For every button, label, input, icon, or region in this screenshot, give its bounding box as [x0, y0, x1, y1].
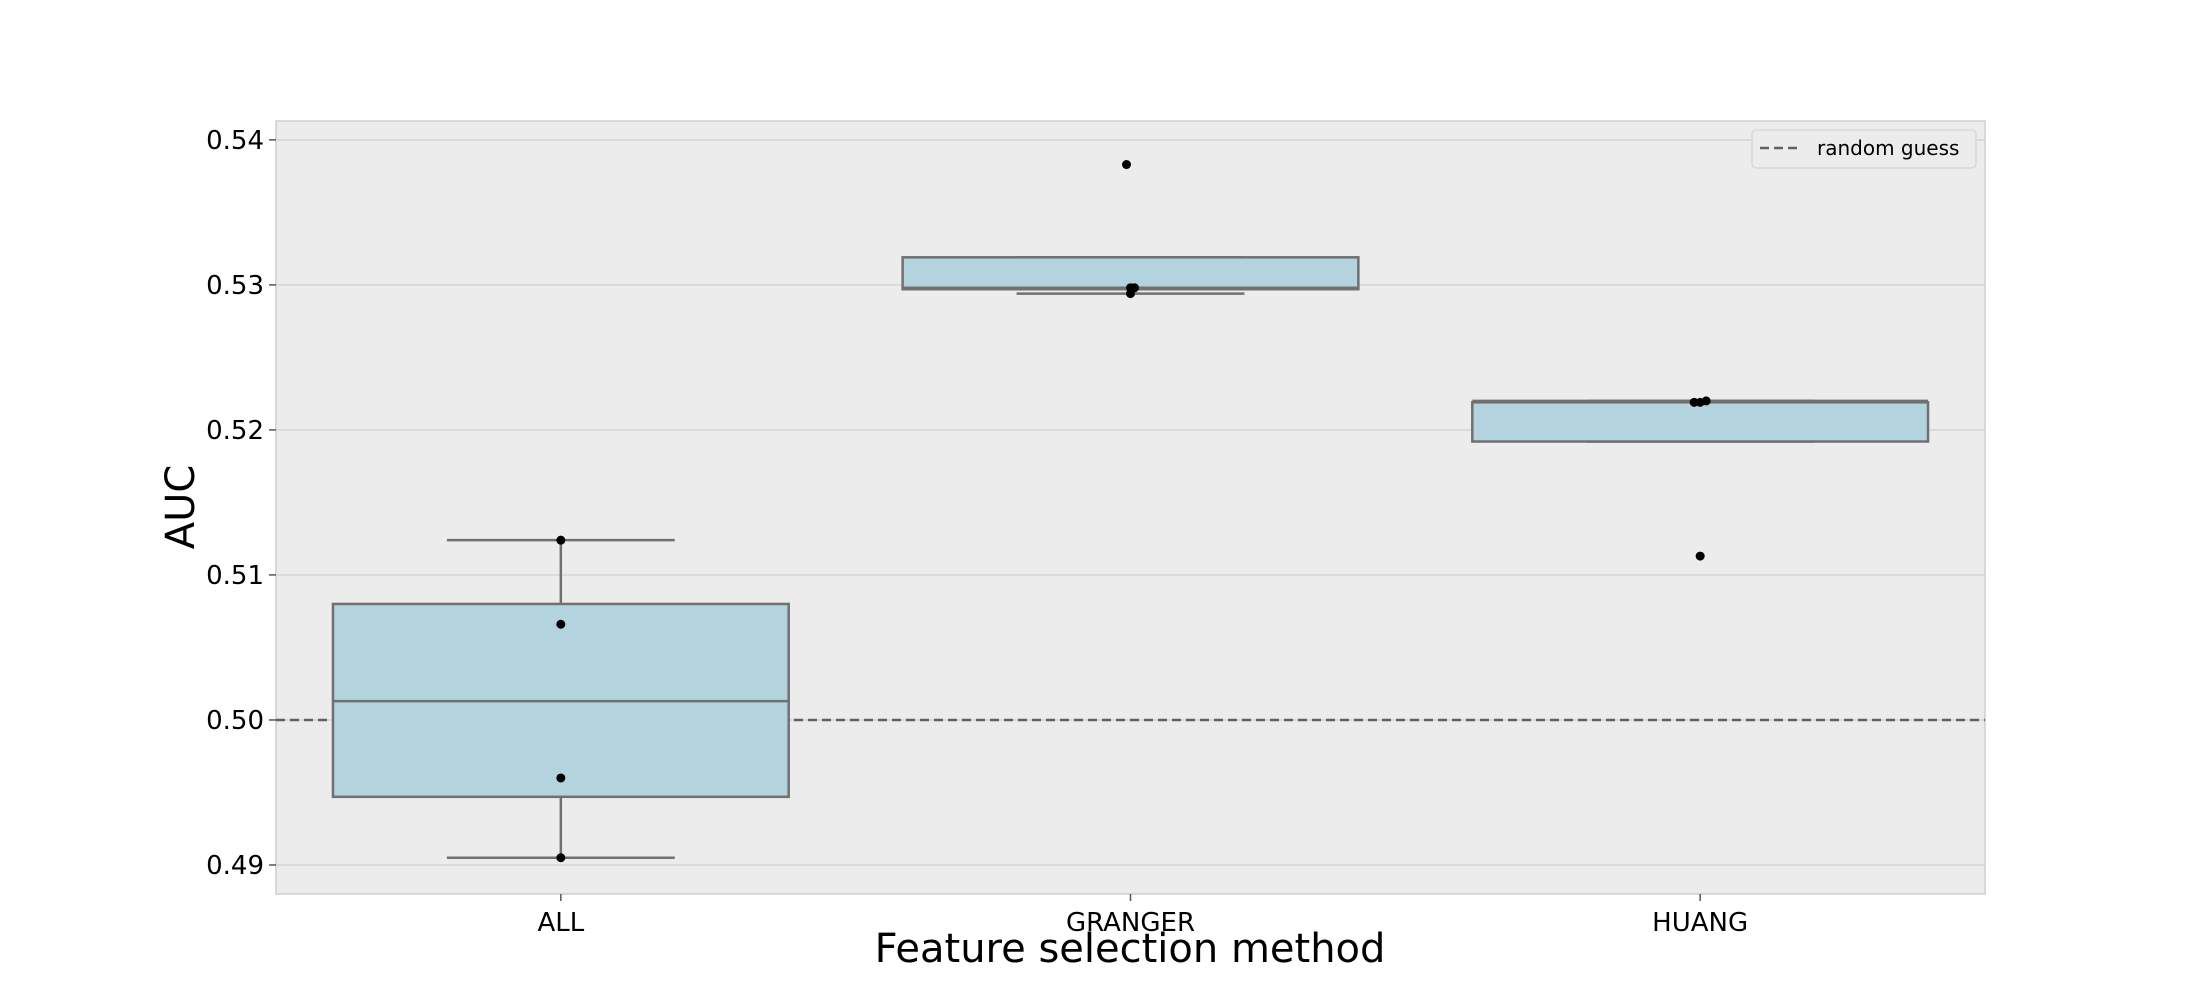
y-tick-label: 0.54 [206, 126, 264, 156]
x-tick-label-all: ALL [537, 908, 584, 938]
y-tick-label: 0.53 [206, 271, 264, 301]
box-huang [1471, 399, 1930, 443]
legend-label-random-guess: random guess [1817, 136, 1959, 160]
y-tick-label: 0.51 [206, 561, 264, 591]
point-granger [1122, 160, 1131, 170]
point-all [556, 619, 566, 629]
legend-frame [1751, 129, 1977, 169]
box-body [1471, 401, 1930, 443]
y-tick-label: 0.49 [206, 851, 264, 881]
x-tick-label-huang: HUANG [1652, 908, 1748, 938]
x-axis-title: Feature selection method [875, 926, 1386, 972]
y-tick-label: 0.52 [206, 416, 264, 446]
point-all [556, 535, 566, 545]
box-all [331, 538, 790, 859]
y-axis-title: AUC [158, 465, 204, 550]
x-tick-label-granger: GRANGER [1066, 908, 1195, 938]
y-tick-label: 0.50 [206, 706, 264, 736]
point-all [556, 773, 566, 783]
point-all [556, 853, 566, 863]
legend: random guess [1751, 129, 1977, 169]
point-granger [1126, 289, 1135, 299]
point-huang [1695, 551, 1705, 561]
point-huang [1701, 396, 1711, 406]
points-layer [556, 160, 1711, 863]
